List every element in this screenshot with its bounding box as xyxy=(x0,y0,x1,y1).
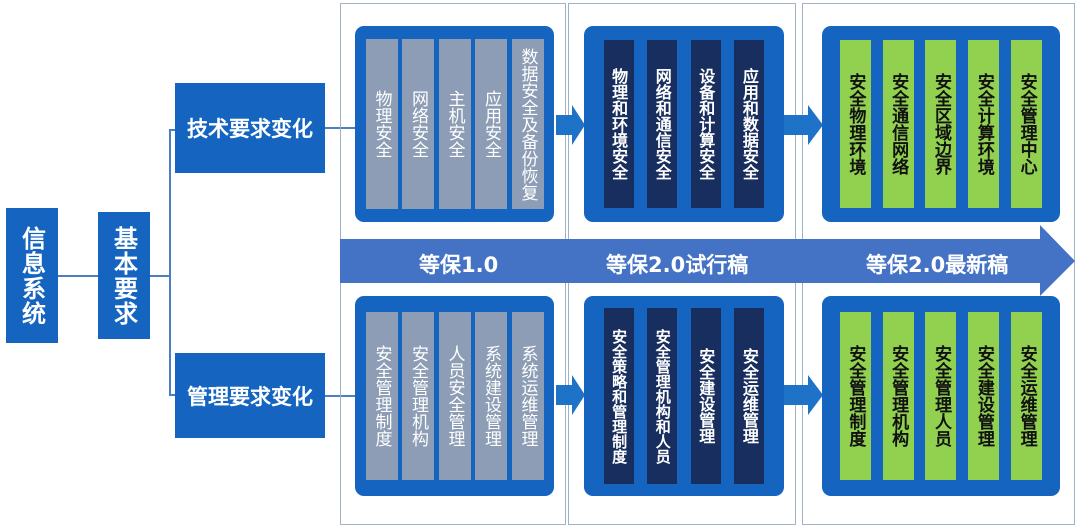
mgmt-latest-panel: 安全管理制度 安全管理机构 安全管理人员 安全建设管理 安全运维管理 xyxy=(822,296,1060,496)
tech-trial-item: 设备和计算安全 xyxy=(690,40,721,208)
mgmt-latest-item: 安全管理人员 xyxy=(925,312,957,480)
tech-latest-panel: 安全物理环境 安全通信网络 安全区域边界 安全计算环境 安全管理中心 xyxy=(822,26,1060,222)
tech-trial-item: 应用和数据安全 xyxy=(734,40,765,208)
tech-v1-item: 网络安全 xyxy=(402,39,434,209)
tech-changes-box: 技术要求变化 xyxy=(175,83,325,173)
stage-label-v1: 等保1.0 xyxy=(419,253,499,277)
mgmt-v1-item: 系统建设管理 xyxy=(475,312,507,480)
mgmt-latest-item: 安全运维管理 xyxy=(1011,312,1043,480)
tech-v1-item: 应用安全 xyxy=(475,39,507,209)
mgmt-latest-item: 安全管理制度 xyxy=(839,312,871,480)
arrow-mgmt-trial-to-latest xyxy=(784,375,823,415)
mgmt-changes-box: 管理要求变化 xyxy=(175,353,325,438)
tech-v1-item: 物理安全 xyxy=(365,39,398,209)
tech-latest-item: 安全通信网络 xyxy=(882,40,914,208)
mgmt-latest-item: 安全管理机构 xyxy=(882,312,914,480)
stage-label-latest: 等保2.0最新稿 xyxy=(866,253,1009,277)
mgmt-latest-item: 安全建设管理 xyxy=(968,312,1000,480)
tech-latest-item: 安全计算环境 xyxy=(968,40,1000,208)
tech-latest-item: 安全管理中心 xyxy=(1011,40,1043,208)
root-box: 信息系统 xyxy=(6,208,58,343)
tech-latest-item: 安全物理环境 xyxy=(839,40,871,208)
tech-trial-panel: 物理和环境安全 网络和通信安全 设备和计算安全 应用和数据安全 xyxy=(584,26,784,222)
tech-v1-item: 数据安全及备份恢复 xyxy=(511,39,544,209)
stage-timeline-arrow xyxy=(340,225,1075,296)
tech-v1-panel: 物理安全 网络安全 主机安全 应用安全 数据安全及备份恢复 xyxy=(355,26,554,222)
mgmt-v1-panel: 安全管理制度 安全管理机构 人员安全管理 系统建设管理 系统运维管理 xyxy=(355,296,554,496)
arrow-tech-trial-to-latest xyxy=(784,105,823,145)
mgmt-v1-item: 人员安全管理 xyxy=(438,312,471,480)
tech-trial-item: 物理和环境安全 xyxy=(603,40,634,208)
basic-requirements-box: 基本要求 xyxy=(98,212,150,339)
tech-trial-item: 网络和通信安全 xyxy=(647,40,678,208)
mgmt-trial-item: 安全策略和管理制度 xyxy=(603,308,634,484)
tech-v1-item: 主机安全 xyxy=(438,39,471,209)
mgmt-trial-item: 安全建设管理 xyxy=(690,308,721,484)
mgmt-trial-panel: 安全策略和管理制度 安全管理机构和人员 安全建设管理 安全运维管理 xyxy=(584,296,784,496)
mgmt-v1-item: 安全管理机构 xyxy=(402,312,434,480)
mgmt-trial-item: 安全管理机构和人员 xyxy=(647,308,678,484)
tech-latest-item: 安全区域边界 xyxy=(925,40,957,208)
arrow-mgmt-v1-to-trial xyxy=(556,375,585,415)
arrow-tech-v1-to-trial xyxy=(556,105,585,145)
stage-label-trial: 等保2.0试行稿 xyxy=(606,253,749,277)
mgmt-trial-item: 安全运维管理 xyxy=(734,308,765,484)
mgmt-v1-item: 系统运维管理 xyxy=(511,312,544,480)
mgmt-v1-item: 安全管理制度 xyxy=(365,312,398,480)
